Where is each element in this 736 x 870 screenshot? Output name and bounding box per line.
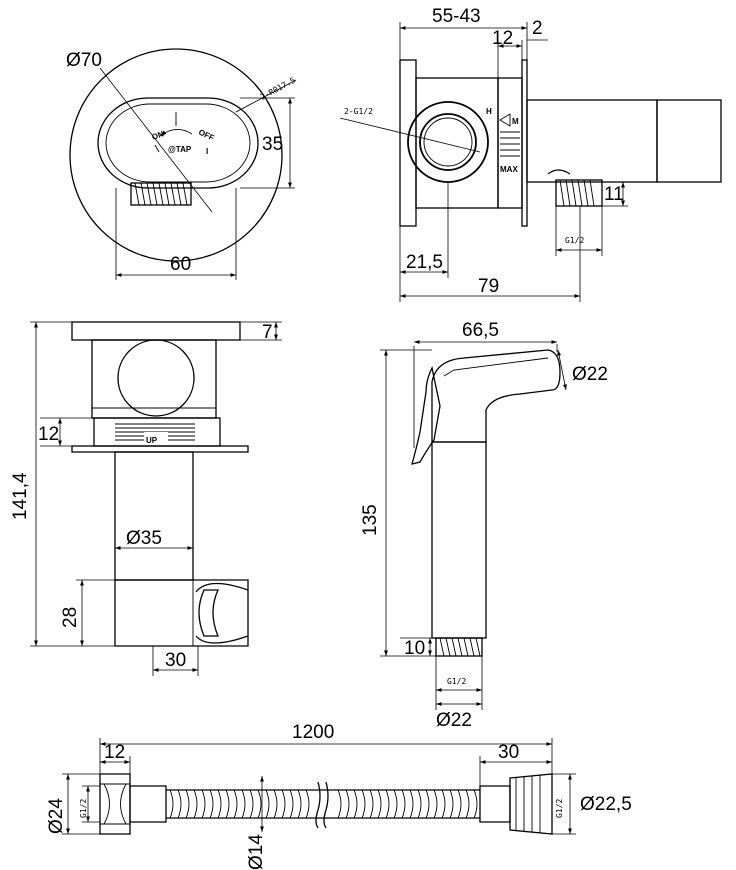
max-mark: MAX bbox=[500, 165, 518, 174]
hose-corrugation bbox=[305, 789, 310, 819]
dim-offset: 21,5 bbox=[406, 252, 443, 273]
hose-corrugation bbox=[289, 789, 294, 819]
dim-head-dia: Ø22 bbox=[572, 364, 608, 385]
hose-corrugation bbox=[297, 789, 302, 819]
brand-label: @TAP bbox=[168, 145, 192, 154]
dim-nut-dia: Ø24 bbox=[46, 798, 67, 834]
hose-view: 1200 12 30 Ø24 G1/2 Ø14 G1/2 Ø22,5 bbox=[46, 722, 632, 870]
dim-end-30: 30 bbox=[498, 742, 519, 763]
dim-end-dia: Ø22,5 bbox=[580, 794, 632, 815]
hose-corrugation bbox=[417, 789, 422, 819]
hose-corrugation bbox=[441, 789, 446, 819]
bidet-spray-view: 66,5 Ø22 135 10 G1/2 Ø22 bbox=[360, 320, 608, 731]
hose-corrugation bbox=[217, 789, 222, 819]
hose-corrugation bbox=[457, 789, 462, 819]
hose-corrugation bbox=[185, 789, 190, 819]
side-view: 2-G1/2 H M MAX 55-43 12 2 21,5 79 bbox=[339, 6, 722, 302]
dim-depth-range: 55-43 bbox=[432, 6, 481, 27]
hot-mark: H bbox=[486, 107, 492, 116]
up-mark: UP bbox=[146, 436, 158, 445]
dim-length-79: 79 bbox=[478, 276, 499, 297]
dim-spray-height: 135 bbox=[360, 504, 381, 536]
front-view: ON OFF @TAP I Ø70 2-R017.5 35 60 bbox=[66, 48, 297, 280]
dim-outlet-11: 11 bbox=[604, 184, 624, 205]
hose-corrugation bbox=[193, 789, 198, 819]
dim-holder-28: 28 bbox=[60, 607, 81, 628]
hose-corrugation bbox=[369, 789, 374, 819]
off-indicator: I bbox=[206, 147, 208, 156]
hose-corrugation bbox=[177, 789, 182, 819]
hose-corrugation bbox=[393, 789, 398, 819]
dim-plate-12: 12 bbox=[492, 28, 513, 49]
dim-body-dia: Ø35 bbox=[126, 528, 162, 549]
hose-corrugation bbox=[241, 789, 246, 819]
dim-holder-30: 30 bbox=[165, 650, 186, 671]
dim-hose-length: 1200 bbox=[292, 722, 334, 743]
dim-height-141: 141,4 bbox=[10, 472, 31, 520]
elevation-view: UP 7 12 141,4 Ø35 28 30 bbox=[10, 321, 282, 676]
hose-corrugation bbox=[233, 789, 238, 819]
min-mark: M bbox=[512, 117, 519, 126]
dim-thread-10: 10 bbox=[404, 638, 425, 659]
off-label: OFF bbox=[197, 128, 215, 143]
thread-port-label: 2-G1/2 bbox=[344, 107, 373, 116]
dim-collar-12: 12 bbox=[38, 424, 59, 445]
hose-corrugation bbox=[273, 789, 278, 819]
hose-corrugation bbox=[377, 789, 382, 819]
hose-corrugation bbox=[401, 789, 406, 819]
dim-dia-70: Ø70 bbox=[66, 50, 102, 71]
dim-spray-length: 66,5 bbox=[462, 320, 499, 341]
hose-corrugation bbox=[201, 789, 206, 819]
hose-corrugation bbox=[385, 789, 390, 819]
dim-flange-7: 7 bbox=[262, 322, 273, 343]
hose-corrugation bbox=[409, 789, 414, 819]
hose-corrugation bbox=[433, 789, 438, 819]
left-thread-label: G1/2 bbox=[79, 799, 88, 818]
dim-nut-12: 12 bbox=[104, 742, 125, 763]
dim-height-35: 35 bbox=[262, 134, 283, 155]
outlet-thread-label: G1/2 bbox=[565, 236, 584, 245]
on-label: ON bbox=[151, 129, 166, 142]
hose-corrugation bbox=[353, 789, 358, 819]
hose-corrugation bbox=[249, 789, 254, 819]
hose-corrugation bbox=[337, 789, 342, 819]
hose-corrugation bbox=[281, 789, 286, 819]
dim-base-dia: Ø22 bbox=[436, 710, 472, 731]
spray-thread-label: G1/2 bbox=[447, 677, 466, 686]
dim-hose-dia: Ø14 bbox=[246, 834, 267, 870]
dim-plate-2: 2 bbox=[532, 18, 543, 39]
dim-width-60: 60 bbox=[170, 254, 191, 275]
right-thread-label: G1/2 bbox=[555, 799, 564, 818]
hose-corrugation bbox=[257, 789, 262, 819]
hose-corrugation bbox=[465, 789, 470, 819]
hose-corrugation bbox=[449, 789, 454, 819]
hose-corrugation bbox=[209, 789, 214, 819]
hose-corrugation bbox=[425, 789, 430, 819]
hose-corrugation bbox=[265, 789, 270, 819]
hose-corrugation bbox=[225, 789, 230, 819]
hose-corrugation bbox=[345, 789, 350, 819]
hose-corrugation bbox=[169, 789, 174, 819]
hose-corrugation bbox=[473, 789, 478, 819]
hose-corrugation bbox=[361, 789, 366, 819]
